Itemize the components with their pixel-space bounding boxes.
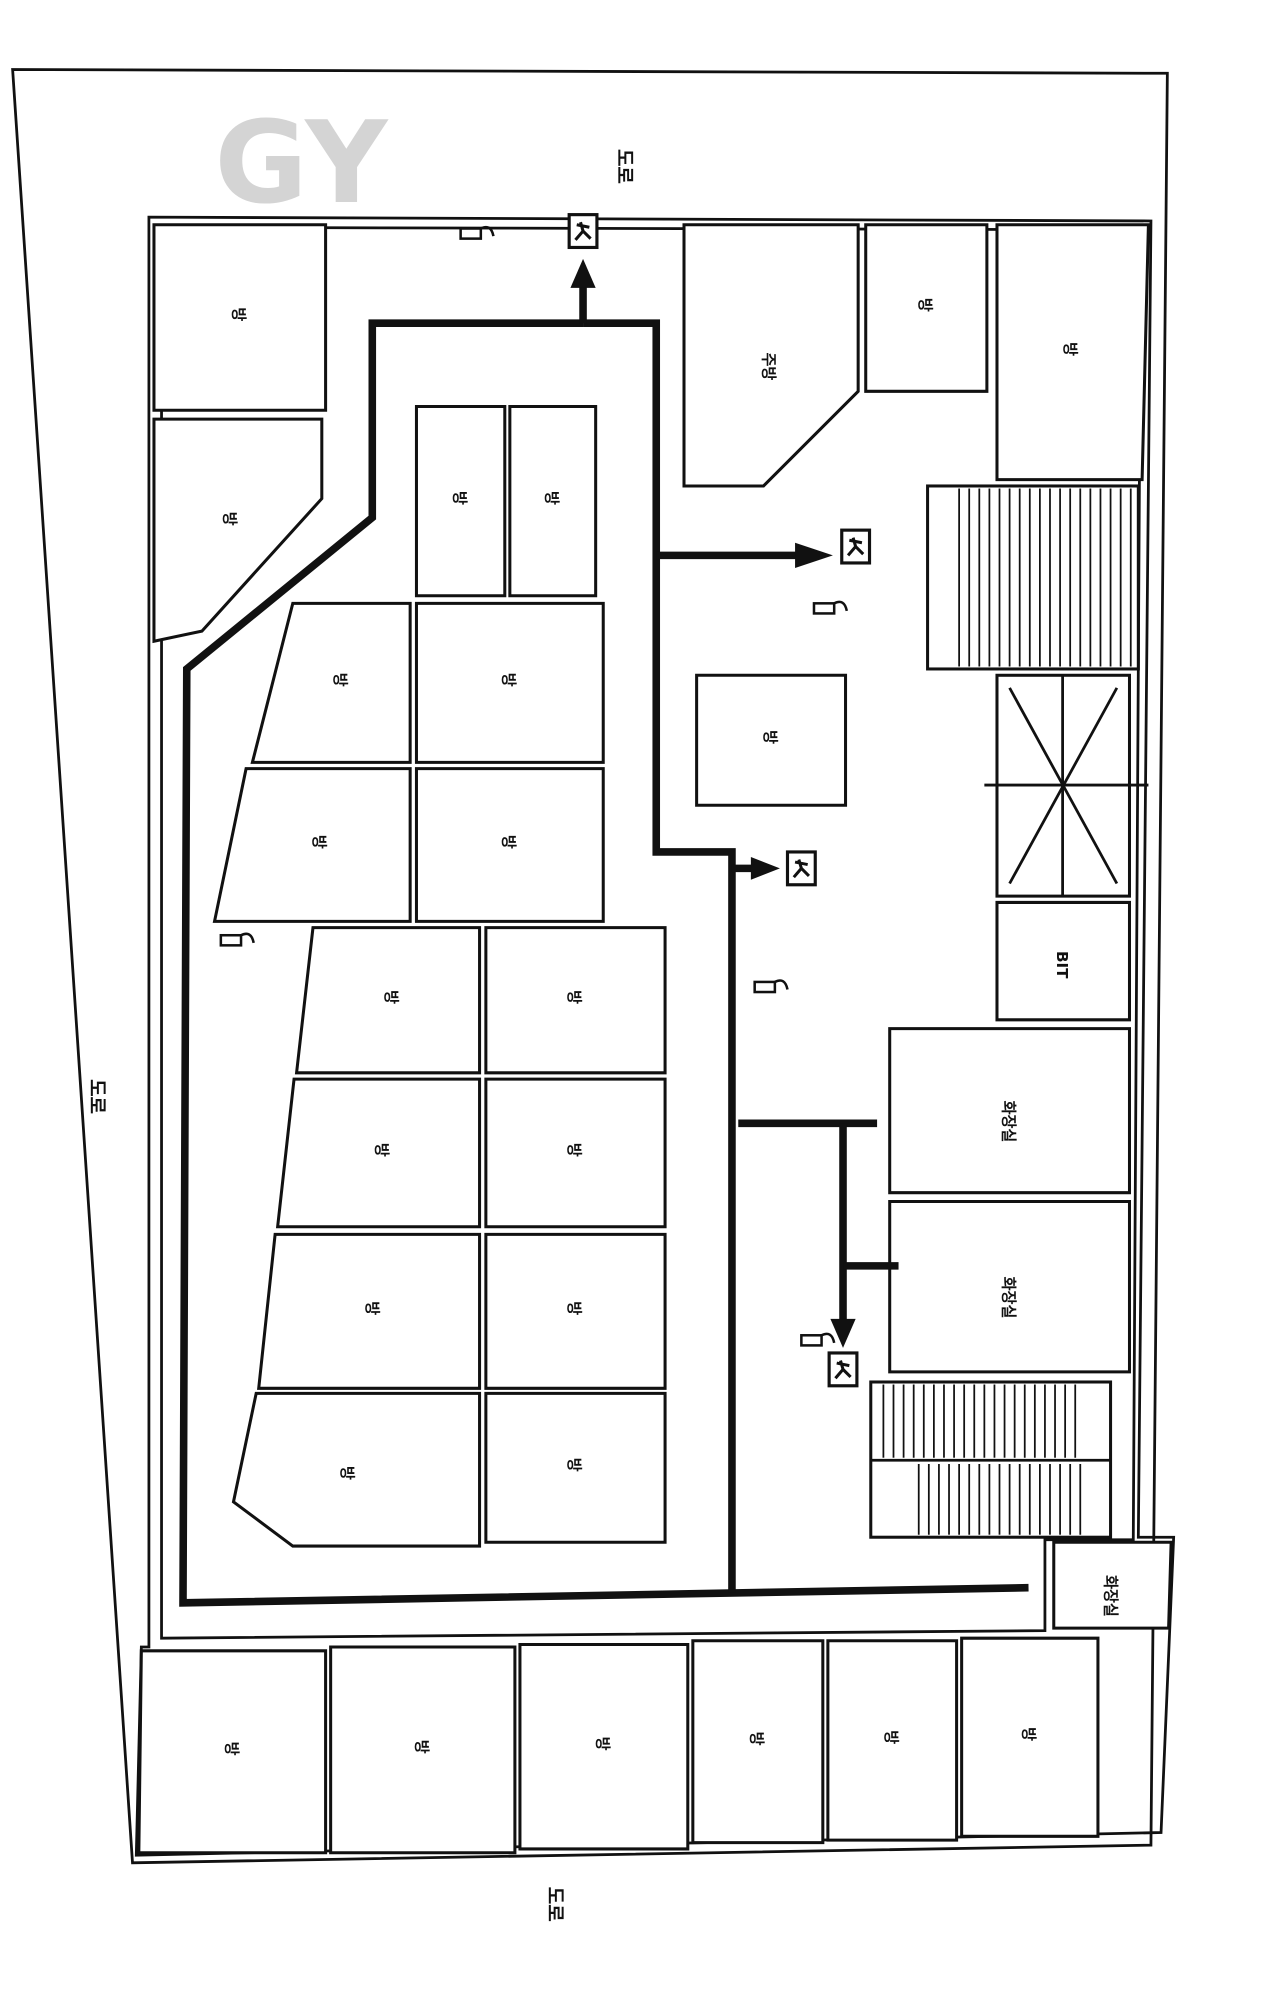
evacuation-route: [179, 258, 1029, 1607]
room-label: 방: [565, 1458, 583, 1472]
room: 방: [691, 1639, 825, 1845]
room-label: BIT: [1053, 951, 1071, 979]
room: 방: [212, 767, 412, 923]
room-label: 화장실: [999, 1277, 1017, 1319]
room: 방: [137, 1649, 328, 1855]
room: 방: [484, 1077, 667, 1229]
exit-sign-icon: [785, 850, 817, 887]
room-label: 방: [412, 1740, 430, 1754]
room: 방: [518, 1642, 690, 1851]
road-label-left: 도로: [86, 1079, 108, 1114]
room: 방: [864, 223, 989, 393]
room: 방: [152, 417, 324, 644]
room-label: 방: [500, 835, 518, 849]
room-label: 방: [229, 307, 247, 321]
room: 방: [257, 1232, 482, 1390]
room-label: 방: [565, 1143, 583, 1157]
evacuation-arrow-icon: [750, 857, 780, 880]
room-label: 방: [338, 1466, 356, 1480]
room: 방: [484, 1232, 667, 1390]
room-label: 방: [331, 673, 349, 687]
restroom: 화장실: [1052, 1540, 1173, 1630]
room-label: 방: [310, 835, 328, 849]
room-label: 방: [223, 1742, 241, 1756]
room: 방: [826, 1639, 959, 1842]
room: 방: [231, 1391, 482, 1548]
room: 방: [152, 223, 328, 412]
room-label: 방: [565, 990, 583, 1004]
fire-extinguisher-icon: [459, 225, 495, 240]
room-label: 주방: [759, 352, 777, 380]
fire-extinguisher-icon: [812, 600, 849, 615]
room: 방: [414, 767, 605, 923]
restroom: 화장실: [888, 1200, 1132, 1374]
kitchen: 주방: [682, 223, 860, 488]
evacuation-arrow-icon: [795, 542, 833, 569]
road-label-bottom: 도로: [544, 1887, 566, 1922]
room: 방: [329, 1645, 517, 1855]
room-label: 방: [916, 298, 934, 312]
exit-sign-icon: [567, 213, 599, 250]
room-label: 방: [542, 491, 560, 505]
stairs-icon: [926, 484, 1140, 671]
stairs-icon: [869, 1380, 1113, 1539]
bit: BIT: [995, 900, 1132, 1022]
room: 방: [275, 1077, 482, 1229]
exit-sign-icon: [840, 528, 872, 565]
elevator-icon: [984, 673, 1149, 898]
room: 방: [508, 404, 598, 598]
room-label: 방: [882, 1730, 900, 1744]
exit-sign-icon: [827, 1351, 859, 1388]
room-label: 방: [565, 1301, 583, 1315]
road-label-top: 도로: [613, 149, 635, 184]
room-label: 방: [220, 512, 238, 526]
fire-extinguisher-icon: [753, 979, 789, 994]
room: 방: [995, 223, 1150, 482]
room-label: 방: [1061, 342, 1079, 356]
room: 방: [294, 926, 482, 1075]
site-boundary: [11, 68, 1169, 1865]
fire-extinguisher-icon: [800, 1332, 836, 1347]
room: 방: [414, 601, 605, 764]
watermark: GY: [215, 97, 390, 229]
room-label: 화장실: [999, 1101, 1017, 1143]
room-label: 방: [372, 1143, 390, 1157]
room: 방: [695, 673, 848, 807]
evacuation-arrow-icon: [570, 258, 596, 288]
room-label: 화장실: [1102, 1575, 1120, 1617]
room-label: 방: [594, 1737, 612, 1751]
room: 방: [484, 926, 667, 1075]
room-label: 방: [382, 990, 400, 1004]
room-label: 방: [450, 491, 468, 505]
room-label: 방: [363, 1301, 381, 1315]
fire-extinguisher-icon: [219, 932, 255, 947]
restroom: 화장실: [888, 1027, 1132, 1195]
room-label: 방: [500, 673, 518, 687]
room-label: 방: [748, 1732, 766, 1746]
evacuation-arrow-icon: [830, 1318, 856, 1348]
room: 방: [960, 1636, 1100, 1838]
room: 방: [250, 601, 412, 764]
room-label: 방: [761, 730, 779, 744]
room: 방: [484, 1391, 667, 1544]
room: 방: [414, 404, 507, 598]
building-outline: [134, 215, 1176, 1857]
room-label: 방: [1019, 1727, 1037, 1741]
